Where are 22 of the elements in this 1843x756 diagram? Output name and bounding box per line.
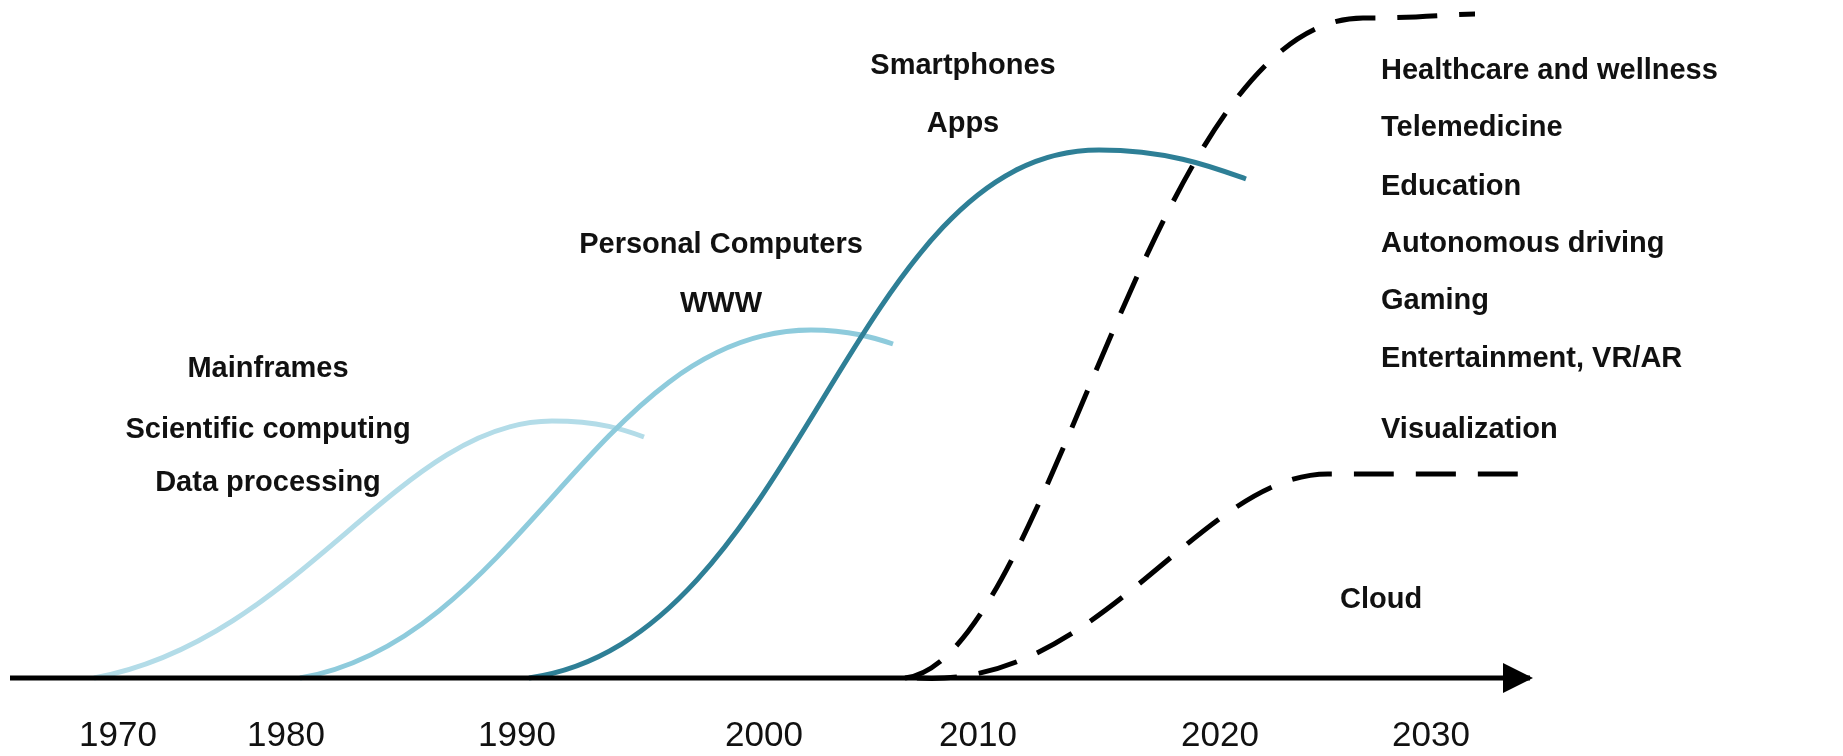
era-label: Healthcare and wellness	[1381, 54, 1718, 86]
era-label: Personal Computers	[579, 228, 863, 260]
era-label: Telemedicine	[1381, 111, 1563, 143]
year-label: 1970	[79, 714, 157, 754]
year-label: 1980	[247, 714, 325, 754]
era-label: Cloud	[1340, 583, 1423, 615]
year-label: 2000	[725, 714, 803, 754]
year-label: 2010	[939, 714, 1017, 754]
era-label: Smartphones	[870, 49, 1056, 81]
era-label: WWW	[679, 287, 763, 319]
era-label: Apps	[926, 107, 1000, 139]
era-label: Visualization	[1381, 413, 1558, 445]
era-label: Scientific computing	[125, 413, 411, 445]
year-label: 2030	[1392, 714, 1470, 754]
era-label: Data processing	[155, 466, 381, 498]
era-label: Education	[1381, 170, 1522, 202]
era-label: Autonomous driving	[1381, 227, 1665, 259]
year-label: 2020	[1181, 714, 1259, 754]
era-label: Gaming	[1381, 284, 1489, 316]
year-label: 1990	[478, 714, 556, 754]
era-label: Mainframes	[187, 352, 349, 384]
era-label: Entertainment, VR/AR	[1381, 342, 1683, 374]
